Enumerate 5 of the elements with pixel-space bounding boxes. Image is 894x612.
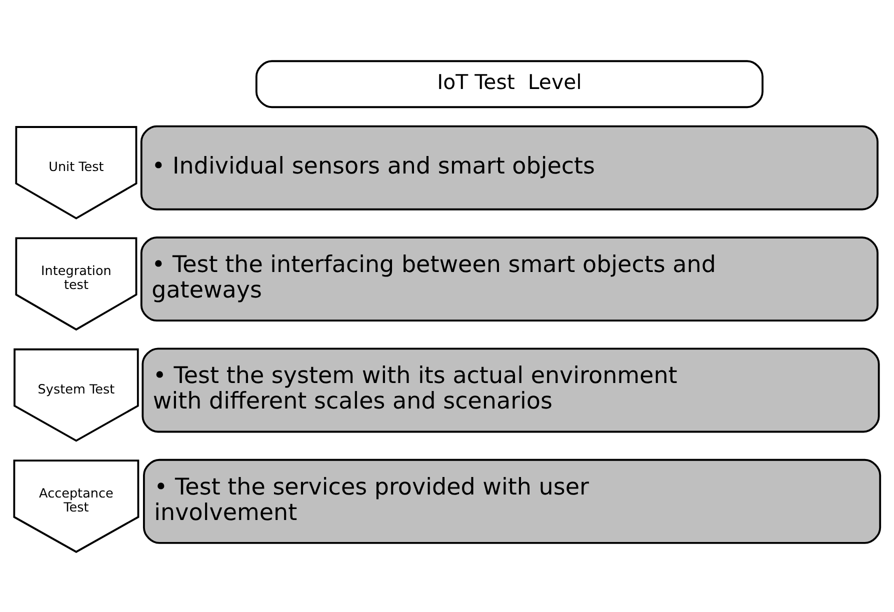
node-box: IoT Test Level	[255, 60, 764, 108]
node-box: • Test the system with its actual environment with different scales and scenarios	[142, 347, 880, 432]
node-box: • Individual sensors and smart objects	[140, 124, 879, 210]
node-box: • Test the services provided with user involvement	[143, 458, 882, 544]
node-box: • Test the interfacing between smart objects and gateways	[140, 236, 879, 322]
